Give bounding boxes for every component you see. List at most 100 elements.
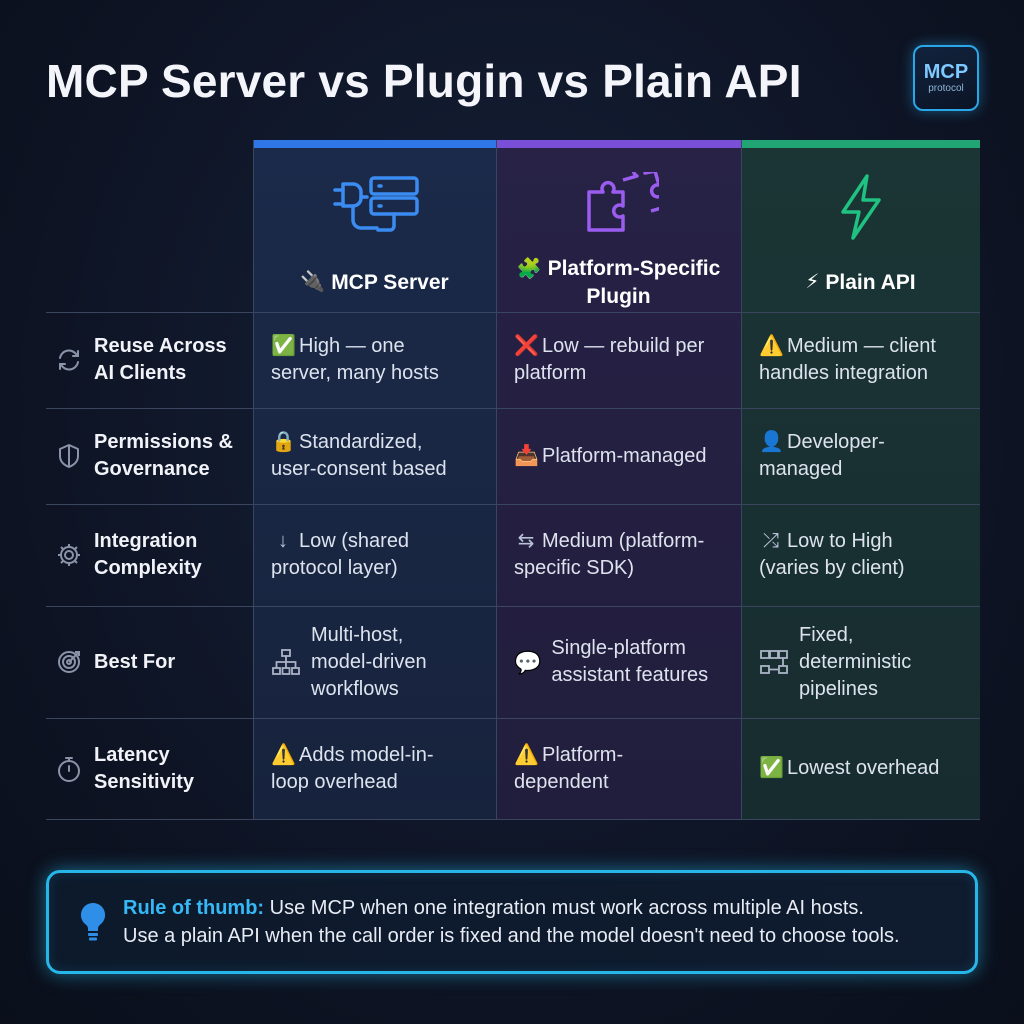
mcp-protocol-badge: MCP protocol — [913, 45, 979, 111]
refresh-icon — [54, 347, 84, 373]
row-label-best-for: Best For — [46, 606, 253, 718]
row-label-text: Integration — [94, 530, 198, 552]
column-header-api-label: Plain API — [825, 270, 916, 294]
row-label-text: Sensitivity — [94, 770, 195, 793]
cell-mcp-best-for: Multi-host, model-driven workflows — [253, 606, 496, 718]
cell-text: protocol layer) — [271, 557, 398, 579]
warning-icon: ⚠️ — [514, 743, 539, 766]
cell-text: Standardized, — [299, 431, 423, 453]
lightbulb-icon — [73, 901, 113, 943]
lightning-icon — [831, 162, 891, 252]
arrow-down-icon: ↓ — [278, 530, 288, 552]
swap-arrows-icon: ⇆ — [517, 530, 535, 552]
cell-mcp-latency: ⚠️Adds model-in-loop overhead — [253, 718, 496, 819]
cell-text: Adds model-in- — [299, 743, 434, 766]
status-icon: ⚠️ — [759, 335, 784, 357]
cell-text: Platform-managed — [542, 444, 707, 467]
api-column-bg — [741, 140, 980, 820]
cell-text: Fixed, — [799, 623, 854, 646]
status-icon: ❌ — [514, 335, 539, 357]
callout-lead: Rule of thumb: — [123, 897, 265, 919]
cell-text: Single-platform — [551, 637, 686, 659]
column-header-plugin-label-line1: Platform-Specific — [547, 256, 721, 280]
cell-text: server, many hosts — [271, 362, 439, 384]
column-header-api: ⚡ Plain API — [741, 148, 980, 312]
cell-plugin-latency: ⚠️Platform-dependent — [496, 718, 741, 819]
shield-icon — [54, 443, 84, 469]
cell-text: deterministic — [799, 650, 912, 673]
inbox-icon: 📥 — [514, 444, 539, 467]
cell-text: Developer- — [787, 431, 885, 453]
cell-plugin-complexity: ⇆ Medium (platform-specific SDK) — [496, 504, 741, 606]
cell-text: Platform- — [542, 743, 624, 766]
shuffle-icon: ⤮ — [763, 530, 779, 552]
mcp-column-bg — [253, 140, 496, 820]
row-divider — [46, 408, 980, 409]
cell-plugin-permissions: 📥Platform-managed — [496, 408, 741, 504]
page-title: MCP Server vs Plugin vs Plain API — [46, 55, 802, 107]
target-icon — [54, 649, 84, 675]
check-icon: ✅ — [759, 757, 784, 779]
cell-text: Medium — client — [787, 335, 936, 357]
row-divider — [46, 819, 980, 820]
cell-text: assistant features — [551, 664, 709, 686]
column-header-mcp-emoji: 🔌 — [300, 270, 326, 293]
cell-text: specific SDK) — [514, 557, 635, 579]
speech-bubble-icon: 💬 — [514, 649, 542, 675]
cell-text: Low (shared — [299, 530, 410, 552]
cell-text: model-driven — [311, 650, 427, 673]
status-icon: ✅ — [271, 335, 296, 357]
hierarchy-icon — [271, 647, 301, 677]
column-divider — [741, 140, 742, 820]
cell-text: Multi-host, — [311, 623, 404, 646]
cell-text: Low — rebuild per — [542, 335, 705, 357]
badge-title: MCP — [923, 61, 969, 83]
rule-of-thumb-callout: Rule of thumb: Use MCP when one integrat… — [46, 870, 978, 974]
row-divider — [46, 606, 980, 607]
cell-text: dependent — [514, 770, 609, 793]
cell-text: loop overhead — [271, 770, 398, 793]
row-label-text: Governance — [94, 458, 210, 480]
column-header-plugin: 🧩Platform-Specific Plugin — [496, 148, 741, 312]
row-divider — [46, 312, 980, 313]
row-label-text: Best For — [94, 650, 176, 673]
cell-text: managed — [759, 458, 843, 480]
row-label-text: Reuse Across — [94, 335, 227, 357]
cell-text: handles integration — [759, 362, 929, 384]
lock-icon: 🔒 — [271, 431, 296, 453]
api-accent-bar — [741, 140, 980, 148]
gear-icon — [54, 542, 84, 568]
cell-text: Low to High — [787, 530, 893, 552]
cell-api-reuse: ⚠️Medium — client handles integration — [741, 312, 980, 408]
puzzle-icon — [579, 162, 659, 252]
mcp-accent-bar — [253, 140, 496, 148]
column-header-mcp: 🔌 MCP Server — [253, 148, 496, 312]
cell-text: Lowest overhead — [787, 757, 940, 779]
cell-text: Medium (platform- — [542, 530, 705, 552]
warning-icon: ⚠️ — [271, 743, 296, 766]
row-label-text: Latency — [94, 743, 170, 766]
callout-line1: Use MCP when one integration must work a… — [269, 897, 864, 919]
column-header-mcp-label: MCP Server — [331, 270, 449, 294]
row-divider — [46, 718, 980, 719]
row-divider — [46, 504, 980, 505]
column-divider — [496, 140, 497, 820]
user-icon: 👤 — [759, 431, 784, 453]
cell-text: user-consent based — [271, 458, 447, 480]
plugin-column-bg — [496, 140, 741, 820]
cell-api-complexity: ⤮ Low to High (varies by client) — [741, 504, 980, 606]
pipeline-icon — [759, 647, 789, 677]
badge-subtitle: protocol — [928, 83, 964, 94]
column-divider — [253, 140, 254, 820]
plug-server-icon — [325, 162, 425, 252]
cell-text: (varies by client) — [759, 557, 905, 579]
cell-mcp-complexity: ↓ Low (shared protocol layer) — [253, 504, 496, 606]
cell-text: workflows — [311, 677, 399, 700]
comparison-table: 🔌 MCP Server 🧩Platform-Specific Plugin ⚡… — [46, 140, 980, 820]
row-label-permissions: Permissions &Governance — [46, 408, 253, 504]
